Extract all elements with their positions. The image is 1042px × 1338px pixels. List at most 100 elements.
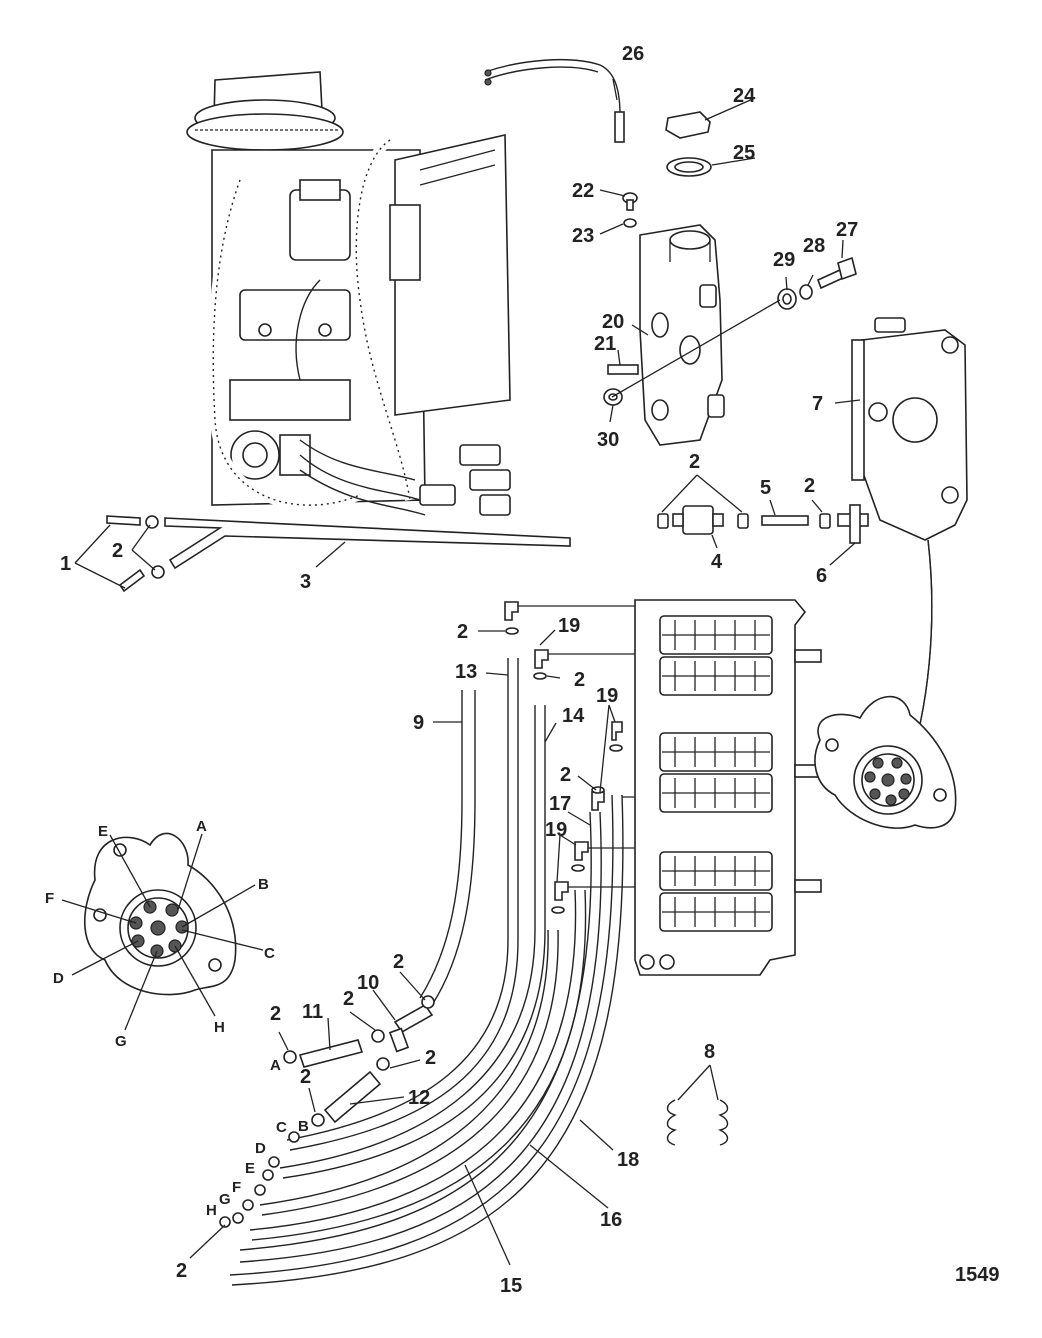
callout-2: 2 xyxy=(560,764,571,786)
part-11-hose xyxy=(298,1039,364,1068)
hose-label-e: E xyxy=(245,1160,255,1177)
oil-pump-diagram-left xyxy=(83,832,237,996)
reed-row-5 xyxy=(659,851,773,891)
figure-number: 1549 xyxy=(955,1264,1000,1286)
callout-18: 18 xyxy=(617,1149,639,1171)
hose-label-h: H xyxy=(206,1202,217,1219)
hose-label-c: C xyxy=(276,1119,287,1136)
part-3-hose xyxy=(164,517,571,570)
callout-17: 17 xyxy=(549,793,571,815)
oil-pump-diagram-right xyxy=(814,695,957,829)
port-letters: A B C D E F G H xyxy=(45,818,275,1050)
callout-2: 2 xyxy=(300,1066,311,1088)
callout-23: 23 xyxy=(572,225,594,247)
part-10-tee xyxy=(388,1003,434,1053)
callout-2: 2 xyxy=(574,669,585,691)
callout-4: 4 xyxy=(711,551,723,573)
callout-13: 13 xyxy=(455,661,477,683)
callout-2: 2 xyxy=(343,988,354,1010)
port-label-b: B xyxy=(258,876,269,893)
part-21-label xyxy=(607,364,639,375)
hose-label-f: F xyxy=(232,1179,241,1196)
port-label-c: C xyxy=(264,945,275,962)
part-26-sensor xyxy=(484,58,625,143)
part-12-hose xyxy=(323,1070,382,1124)
port-label-f: F xyxy=(45,890,54,907)
part-9-hose xyxy=(419,690,476,1006)
part-20-oil-reservoir xyxy=(639,224,725,446)
part-24-cap xyxy=(665,111,711,139)
callout-30: 30 xyxy=(597,429,619,451)
part-27-bolt xyxy=(816,256,857,290)
callout-24: 24 xyxy=(733,85,756,107)
callout-2: 2 xyxy=(393,951,404,973)
callouts: 1 2 3 2 4 5 2 6 7 20 21 30 22 23 24 25 2… xyxy=(60,43,858,1297)
callout-27: 27 xyxy=(836,219,858,241)
part-13-18-hoses xyxy=(229,658,624,1286)
part-25-gasket xyxy=(666,157,712,177)
part-5-hose xyxy=(761,515,809,526)
callout-26: 26 xyxy=(622,43,644,65)
callout-10: 10 xyxy=(357,972,379,994)
port-label-g: G xyxy=(115,1033,127,1050)
callout-8: 8 xyxy=(704,1041,715,1063)
callout-2: 2 xyxy=(176,1260,187,1282)
engine-assembly xyxy=(186,71,511,516)
port-label-d: D xyxy=(53,970,64,987)
part-28-washer xyxy=(799,284,813,300)
reed-row-4 xyxy=(659,773,773,813)
hose-end-letters: A B C D E F G H xyxy=(206,1057,309,1219)
port-label-e: E xyxy=(98,823,108,840)
part-4-filter xyxy=(672,505,724,535)
reed-row-6 xyxy=(659,892,773,932)
part-2-hose-clamps xyxy=(219,995,435,1228)
part-29-grommet xyxy=(777,288,797,310)
part-8-clips xyxy=(666,1099,729,1146)
callout-22: 22 xyxy=(572,180,594,202)
callout-2: 2 xyxy=(270,1003,281,1025)
part-6-tee xyxy=(837,504,869,544)
callout-2: 2 xyxy=(112,540,123,562)
callout-14: 14 xyxy=(562,705,585,727)
callout-3: 3 xyxy=(300,571,311,593)
part-2-clamps-left xyxy=(145,515,165,579)
callout-20: 20 xyxy=(602,311,624,333)
callout-2: 2 xyxy=(425,1047,436,1069)
callout-2: 2 xyxy=(689,451,700,473)
callout-19: 19 xyxy=(545,819,567,841)
part-7-oil-tank xyxy=(851,317,968,541)
callout-7: 7 xyxy=(812,393,823,415)
part-23-washer xyxy=(623,218,637,228)
part-19-elbows xyxy=(504,601,623,901)
leader-lines xyxy=(61,78,861,1266)
hose-label-a: A xyxy=(270,1057,281,1074)
hose-label-g: G xyxy=(219,1191,231,1208)
callout-29: 29 xyxy=(773,249,795,271)
reed-row-3 xyxy=(659,732,773,772)
reed-block-manifold xyxy=(634,599,822,976)
callout-21: 21 xyxy=(594,333,616,355)
callout-9: 9 xyxy=(413,712,424,734)
callout-25: 25 xyxy=(733,142,755,164)
callout-16: 16 xyxy=(600,1209,622,1231)
callout-19: 19 xyxy=(558,615,580,637)
callout-6: 6 xyxy=(816,565,827,587)
part-22-screw xyxy=(622,192,638,211)
hose-label-d: D xyxy=(255,1140,266,1157)
port-label-h: H xyxy=(214,1019,225,1036)
callout-28: 28 xyxy=(803,235,825,257)
hose-label-b: B xyxy=(298,1118,309,1135)
port-label-a: A xyxy=(196,818,207,835)
callout-12: 12 xyxy=(408,1087,430,1109)
callout-19: 19 xyxy=(596,685,618,707)
part-2-clamps-filter xyxy=(657,513,831,529)
reed-row-2 xyxy=(659,656,773,696)
part-1-fittings xyxy=(106,515,146,593)
reed-row-1 xyxy=(659,615,773,655)
callout-1: 1 xyxy=(60,553,71,575)
callout-11: 11 xyxy=(302,1001,323,1023)
callout-2: 2 xyxy=(457,621,468,643)
callout-2: 2 xyxy=(804,475,815,497)
callout-15: 15 xyxy=(500,1275,522,1297)
